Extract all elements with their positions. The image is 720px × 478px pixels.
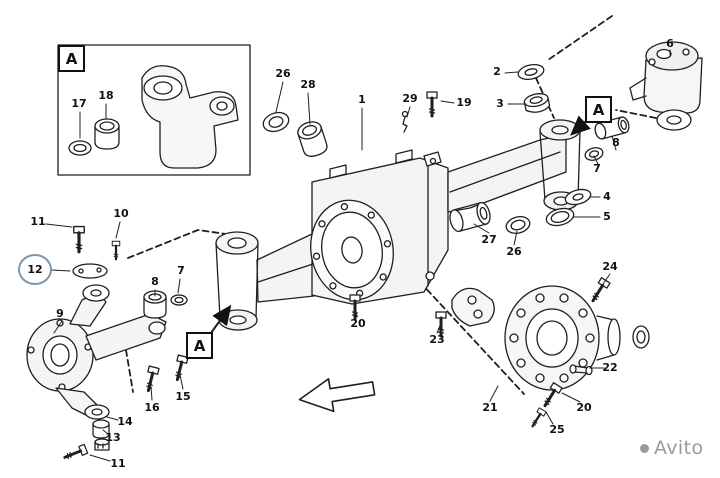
part-label-12: 12: [27, 263, 43, 276]
stud-22: [569, 364, 593, 376]
ring-7-left: [170, 294, 188, 306]
part-label-22: 22: [602, 361, 618, 374]
detail-a-box-right: A: [585, 96, 612, 123]
part-label-28: 28: [300, 78, 316, 91]
part-label-8-right: 8: [612, 136, 620, 149]
bolt-25: [528, 406, 548, 430]
part-label-13: 13: [105, 431, 121, 444]
detail-a-arrow-center: [210, 304, 232, 334]
carrier-flange: [310, 199, 394, 301]
detail-a-box-topleft: A: [58, 45, 85, 72]
part-label-5: 5: [603, 210, 611, 223]
left-knuckle-9: [26, 263, 167, 451]
part-label-23: 23: [429, 333, 445, 346]
nut-3: [523, 93, 551, 113]
part-label-17: 17: [71, 97, 87, 110]
part-label-18: 18: [98, 89, 114, 102]
part-label-7-left: 7: [177, 264, 185, 277]
washer-4: [564, 188, 592, 206]
part-label-20-center: 20: [350, 317, 366, 330]
bolt-11-top: [72, 224, 86, 254]
avito-logo-dot-icon: [640, 443, 649, 453]
grease-fitting-29: [401, 110, 409, 133]
part-label-10: 10: [113, 207, 129, 220]
watermark-avito: Avito: [640, 437, 703, 459]
part-label-6: 6: [666, 37, 674, 50]
part-label-9: 9: [56, 307, 64, 320]
part-label-14: 14: [117, 415, 133, 428]
bushing-27: [449, 201, 491, 233]
part-label-11-top: 11: [30, 215, 46, 228]
part-label-26-right: 26: [506, 245, 522, 258]
hub-21: [451, 285, 650, 391]
direction-arrow: [298, 378, 376, 413]
part-label-8-left: 8: [151, 275, 159, 288]
bushing-28: [297, 121, 328, 157]
washer-2: [517, 63, 545, 81]
part-label-27: 27: [481, 233, 497, 246]
seal-5: [545, 207, 575, 227]
detail-a-arrow-right: [570, 115, 591, 136]
kingpin-cap-12: [72, 263, 108, 279]
seal-ring-17: [68, 140, 92, 156]
part-label-20-right: 20: [576, 401, 592, 414]
part-label-25: 25: [549, 423, 565, 436]
knuckle-6: [629, 41, 703, 131]
bolt-19: [425, 90, 439, 118]
part-label-29: 29: [402, 92, 418, 105]
part-label-19: 19: [456, 96, 472, 109]
part-label-1: 1: [358, 93, 366, 106]
bolt-11-bottom: [61, 442, 90, 464]
ring-26-right: [505, 216, 531, 234]
part-label-11-bottom: 11: [110, 457, 126, 470]
ring-26-top: [262, 111, 290, 133]
bolt-20-center: [348, 293, 362, 321]
axle-beam: [215, 119, 581, 331]
watermark-text: Avito: [654, 437, 704, 459]
leader-lines: [45, 49, 671, 462]
pin-10: [111, 240, 121, 261]
bushing-8-right: [594, 116, 630, 140]
part-label-24: 24: [602, 260, 618, 273]
part-label-2: 2: [493, 65, 501, 78]
part-label-4: 4: [603, 190, 611, 203]
highlight-circle-part-12: [18, 254, 52, 285]
part-label-21: 21: [482, 401, 498, 414]
part-label-26-top: 26: [275, 67, 291, 80]
detail-view-a: [57, 44, 251, 176]
ring-7-right: [584, 147, 604, 161]
part-label-16: 16: [144, 401, 160, 414]
detail-a-box-center: A: [186, 332, 213, 359]
part-label-3: 3: [496, 97, 504, 110]
bolt-24: [587, 276, 612, 305]
part-label-7-right: 7: [593, 162, 601, 175]
part-label-15: 15: [175, 390, 191, 403]
